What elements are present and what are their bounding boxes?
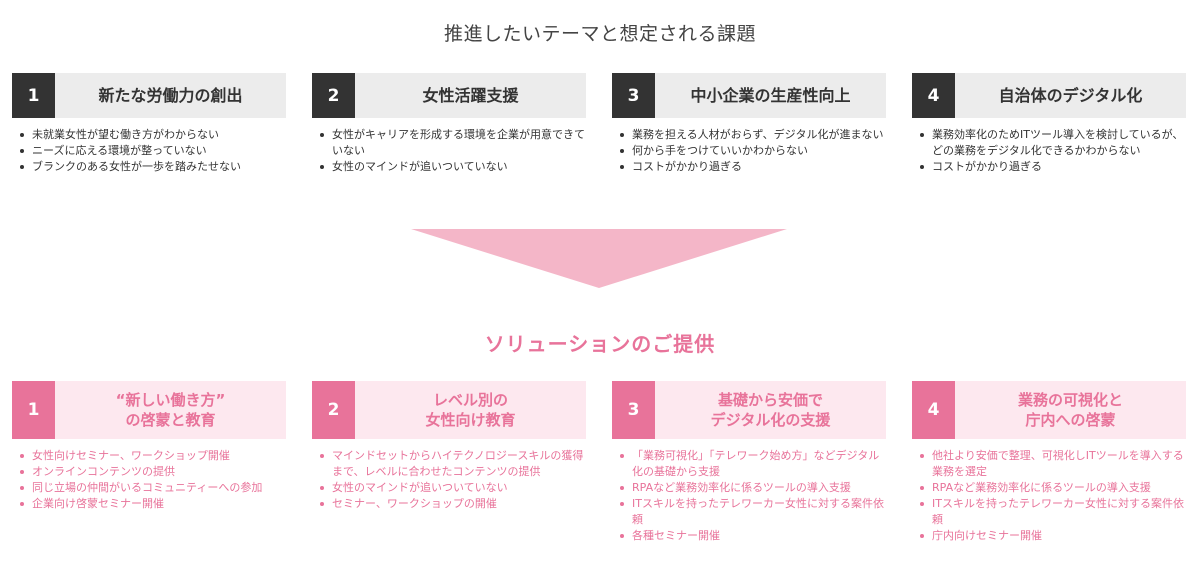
list-item: 女性のマインドが追いついていない: [320, 480, 586, 496]
down-arrow-shape: [411, 229, 787, 288]
problem-list: 業務を担える人材がおらず、デジタル化が進まない 何から手をつけていいかわからない…: [612, 127, 886, 175]
list-item: ニーズに応える環境が整っていない: [20, 143, 286, 159]
list-item: 未就業女性が望む働き方がわからない: [20, 127, 286, 143]
list-item: コストがかかり過ぎる: [620, 159, 886, 175]
solution-card-2: 2 レベル別の 女性向け教育 マインドセットからハイテクノロジースキルの獲得まで…: [312, 381, 586, 512]
solution-header: 3 基礎から安価で デジタル化の支援: [612, 381, 886, 439]
solution-header: 1 “新しい働き方” の啓蒙と教育: [12, 381, 286, 439]
list-item: RPAなど業務効率化に係るツールの導入支援: [620, 480, 886, 496]
problem-header: 2 女性活躍支援: [312, 73, 586, 118]
solution-list: 他社より安価で整理、可視化しITツールを導入する業務を選定 RPAなど業務効率化…: [912, 448, 1186, 544]
solution-number: 3: [612, 381, 655, 439]
solution-title-line: 業務の可視化と: [1017, 390, 1123, 409]
solution-title-line: レベル別の: [432, 390, 508, 409]
list-item: 企業向け啓蒙セミナー開催: [20, 496, 286, 512]
solution-list: 「業務可視化」「テレワーク始め方」などデジタル化の基礎から支援 RPAなど業務効…: [612, 448, 886, 544]
problem-header: 3 中小企業の生産性向上: [612, 73, 886, 118]
list-item: コストがかかり過ぎる: [920, 159, 1186, 175]
solution-header: 2 レベル別の 女性向け教育: [312, 381, 586, 439]
problem-card-2: 2 女性活躍支援 女性がキャリアを形成する環境を企業が用意できていない 女性のマ…: [312, 73, 586, 175]
problem-title: 女性活躍支援: [355, 73, 586, 118]
solution-title-line: デジタル化の支援: [710, 411, 831, 429]
solution-card-4: 4 業務の可視化と 庁内への啓蒙 他社より安価で整理、可視化しITツールを導入す…: [912, 381, 1186, 544]
list-item: オンラインコンテンツの提供: [20, 464, 286, 480]
list-item: セミナー、ワークショップの開催: [320, 496, 586, 512]
list-item: ITスキルを持ったテレワーカー女性に対する案件依頼: [620, 496, 886, 528]
solution-title-line: 庁内への啓蒙: [1025, 411, 1116, 429]
solution-list: 女性向けセミナー、ワークショップ開催 オンラインコンテンツの提供 同じ立場の仲間…: [12, 448, 286, 512]
problem-header: 4 自治体のデジタル化: [912, 73, 1186, 118]
list-item: 業務効率化のためITツール導入を検討しているが、どの業務をデジタル化できるかわか…: [920, 127, 1186, 159]
down-arrow-icon: [411, 229, 787, 288]
solution-card-3: 3 基礎から安価で デジタル化の支援 「業務可視化」「テレワーク始め方」などデジ…: [612, 381, 886, 544]
problem-title: 中小企業の生産性向上: [655, 73, 886, 118]
page-title: 推進したいテーマと想定される課題: [443, 23, 756, 45]
solution-title-line: 女性向け教育: [425, 411, 516, 429]
problem-number: 2: [312, 73, 355, 118]
solution-title: 基礎から安価で デジタル化の支援: [655, 381, 886, 439]
solution-title: 業務の可視化と 庁内への啓蒙: [955, 381, 1186, 439]
list-item: 同じ立場の仲間がいるコミュニティーへの参加: [20, 480, 286, 496]
solution-title: “新しい働き方” の啓蒙と教育: [55, 381, 286, 439]
list-item: 庁内向けセミナー開催: [920, 528, 1186, 544]
solution-number: 2: [312, 381, 355, 439]
solution-section-title: ソリューションのご提供: [484, 332, 716, 356]
list-item: 何から手をつけていいかわからない: [620, 143, 886, 159]
problem-number: 4: [912, 73, 955, 118]
list-item: 各種セミナー開催: [620, 528, 886, 544]
problem-list: 業務効率化のためITツール導入を検討しているが、どの業務をデジタル化できるかわか…: [912, 127, 1186, 175]
problem-number: 1: [12, 73, 55, 118]
list-item: 業務を担える人材がおらず、デジタル化が進まない: [620, 127, 886, 143]
list-item: 他社より安価で整理、可視化しITツールを導入する業務を選定: [920, 448, 1186, 480]
solution-title-line: の啓蒙と教育: [125, 411, 216, 429]
list-item: 女性向けセミナー、ワークショップ開催: [20, 448, 286, 464]
list-item: 「業務可視化」「テレワーク始め方」などデジタル化の基礎から支援: [620, 448, 886, 480]
solution-list: マインドセットからハイテクノロジースキルの獲得まで、レベルに合わせたコンテンツの…: [312, 448, 586, 512]
problem-title: 自治体のデジタル化: [955, 73, 1186, 118]
problem-header: 1 新たな労働力の創出: [12, 73, 286, 118]
solution-title: レベル別の 女性向け教育: [355, 381, 586, 439]
list-item: マインドセットからハイテクノロジースキルの獲得まで、レベルに合わせたコンテンツの…: [320, 448, 586, 480]
solution-card-1: 1 “新しい働き方” の啓蒙と教育 女性向けセミナー、ワークショップ開催 オンラ…: [12, 381, 286, 512]
list-item: 女性のマインドが追いついていない: [320, 159, 586, 175]
problem-list: 女性がキャリアを形成する環境を企業が用意できていない 女性のマインドが追いついて…: [312, 127, 586, 175]
list-item: 女性がキャリアを形成する環境を企業が用意できていない: [320, 127, 586, 159]
solution-title-line: “新しい働き方”: [115, 390, 226, 409]
problem-number: 3: [612, 73, 655, 118]
problem-list: 未就業女性が望む働き方がわからない ニーズに応える環境が整っていない ブランクの…: [12, 127, 286, 175]
solution-title-line: 基礎から安価で: [717, 390, 823, 409]
problem-card-1: 1 新たな労働力の創出 未就業女性が望む働き方がわからない ニーズに応える環境が…: [12, 73, 286, 175]
solution-number: 4: [912, 381, 955, 439]
problem-title: 新たな労働力の創出: [55, 73, 286, 118]
list-item: ITスキルを持ったテレワーカー女性に対する案件依頼: [920, 496, 1186, 528]
list-item: RPAなど業務効率化に係るツールの導入支援: [920, 480, 1186, 496]
solution-number: 1: [12, 381, 55, 439]
solution-header: 4 業務の可視化と 庁内への啓蒙: [912, 381, 1186, 439]
problem-card-4: 4 自治体のデジタル化 業務効率化のためITツール導入を検討しているが、どの業務…: [912, 73, 1186, 175]
list-item: ブランクのある女性が一歩を踏みたせない: [20, 159, 286, 175]
problem-card-3: 3 中小企業の生産性向上 業務を担える人材がおらず、デジタル化が進まない 何から…: [612, 73, 886, 175]
